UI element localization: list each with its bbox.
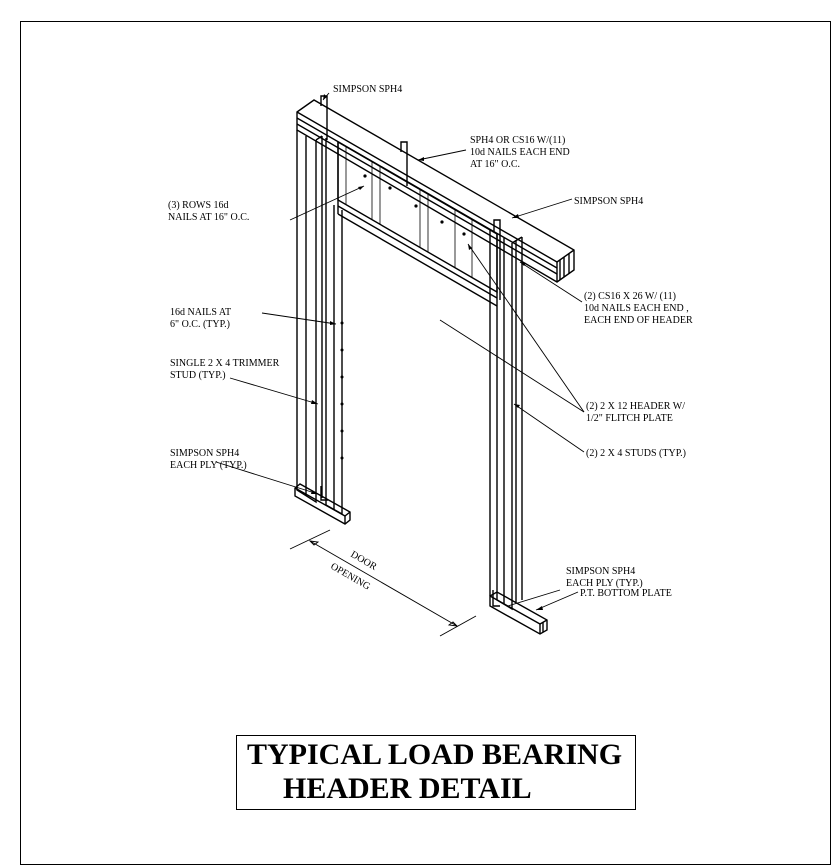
title-line1: TYPICAL LOAD BEARING [247,738,623,771]
label-sph4-cs16-line3: AT 16" O.C. [470,159,520,170]
title-line2: HEADER DETAIL [283,772,532,805]
leader-lines [215,92,585,611]
label-16d-nails-line1: 16d NAILS AT [170,307,231,318]
label-simpson-top-left: SIMPSON SPH4 [333,84,402,95]
label-header-line1: (2) 2 X 12 HEADER W/ [586,401,685,412]
door-opening-dimension [289,529,477,637]
label-door: DOOR [349,549,379,573]
label-cs16-line2: 10d NAILS EACH END , [584,303,689,314]
label-cs16-line1: (2) CS16 X 26 W/ (11) [584,291,676,302]
nails [340,174,466,460]
right-studs [489,230,548,635]
wall-framing [294,95,575,635]
label-rows-line2: NAILS AT 16" O.C. [168,212,249,223]
callout-labels: SIMPSON SPH4 SPH4 OR CS16 W/(11) 10d NAI… [168,84,693,599]
label-trimmer-line1: SINGLE 2 X 4 TRIMMER [170,358,280,369]
label-simpson-ply-left-line2: EACH PLY (TYP.) [170,460,247,471]
label-sph4-cs16-line1: SPH4 OR CS16 W/(11) [470,135,565,146]
strap-ties [320,95,501,607]
label-rows-line1: (3) ROWS 16d [168,200,229,211]
label-studs: (2) 2 X 4 STUDS (TYP.) [586,448,686,459]
label-trimmer-line2: STUD (TYP.) [170,370,226,381]
label-simpson-top-right: SIMPSON SPH4 [574,196,643,207]
cripple-studs [345,147,473,278]
label-16d-nails-line2: 6" O.C. (TYP.) [170,319,230,330]
label-bottom-plate: P.T. BOTTOM PLATE [580,588,672,599]
label-cs16-line3: EACH END OF HEADER [584,315,693,326]
label-simpson-ply-left-line1: SIMPSON SPH4 [170,448,239,459]
title-block: TYPICAL LOAD BEARING HEADER DETAIL [236,735,636,810]
drawing-sheet [20,21,831,865]
label-simpson-ply-right-line1: SIMPSON SPH4 [566,566,635,577]
label-simpson-ply-right-line2: EACH PLY (TYP.) [566,578,643,589]
label-sph4-cs16-line2: 10d NAILS EACH END [470,147,570,158]
label-header-line2: 1/2" FLITCH PLATE [586,413,673,424]
leader-arrowheads [311,94,543,610]
left-studs [294,130,351,525]
